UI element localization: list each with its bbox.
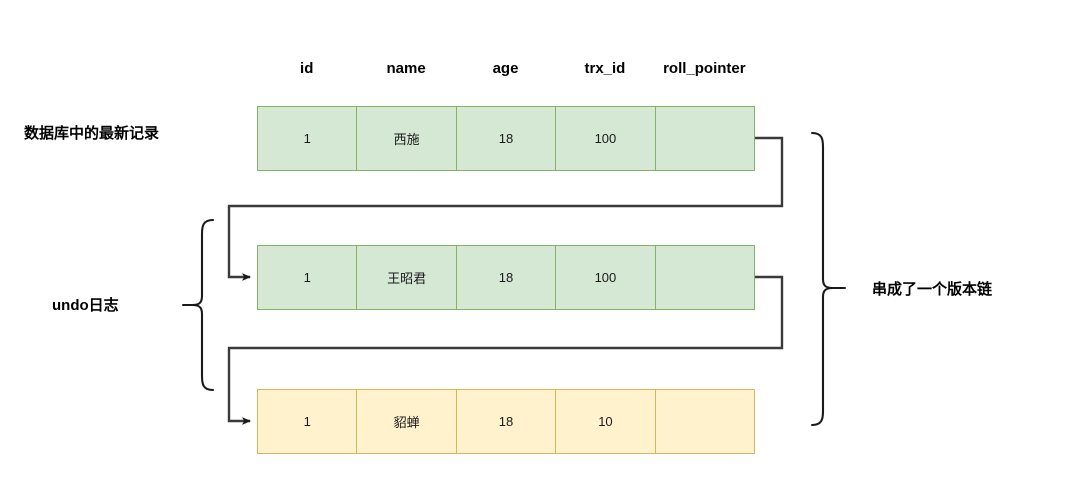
column-header-id: id	[300, 60, 314, 77]
label-version-chain: 串成了一个版本链	[872, 281, 993, 298]
cell-trx-id: 100	[555, 245, 656, 310]
cell-age: 18	[455, 106, 557, 171]
column-header-name: name	[386, 60, 426, 77]
label-latest-record: 数据库中的最新记录	[24, 125, 160, 142]
cell-roll-pointer	[654, 389, 756, 454]
label-undo-log: undo日志	[52, 297, 119, 314]
version-chain-brace	[810, 131, 834, 427]
column-header-row: id name age trx_id roll_pointer	[257, 56, 754, 82]
column-header-trx-id: trx_id	[584, 60, 626, 77]
cell-name: 西施	[356, 106, 457, 171]
cell-trx-id: 10	[555, 389, 656, 454]
record-row-latest: 1 西施 18 100	[257, 106, 756, 171]
cell-id: 1	[257, 245, 358, 310]
undo-log-brace	[191, 218, 215, 392]
cell-id: 1	[257, 106, 358, 171]
cell-age: 18	[455, 245, 557, 310]
record-row-undo-2: 1 貂蝉 18 10	[257, 389, 756, 454]
cell-id: 1	[257, 389, 358, 454]
cell-name: 貂蝉	[356, 389, 457, 454]
cell-roll-pointer	[654, 245, 756, 310]
column-header-age: age	[492, 60, 519, 77]
cell-name: 王昭君	[356, 245, 457, 310]
cell-roll-pointer	[654, 106, 756, 171]
cell-trx-id: 100	[555, 106, 656, 171]
column-header-roll-pointer: roll_pointer	[663, 60, 746, 77]
cell-age: 18	[455, 389, 557, 454]
record-row-undo-1: 1 王昭君 18 100	[257, 245, 756, 310]
